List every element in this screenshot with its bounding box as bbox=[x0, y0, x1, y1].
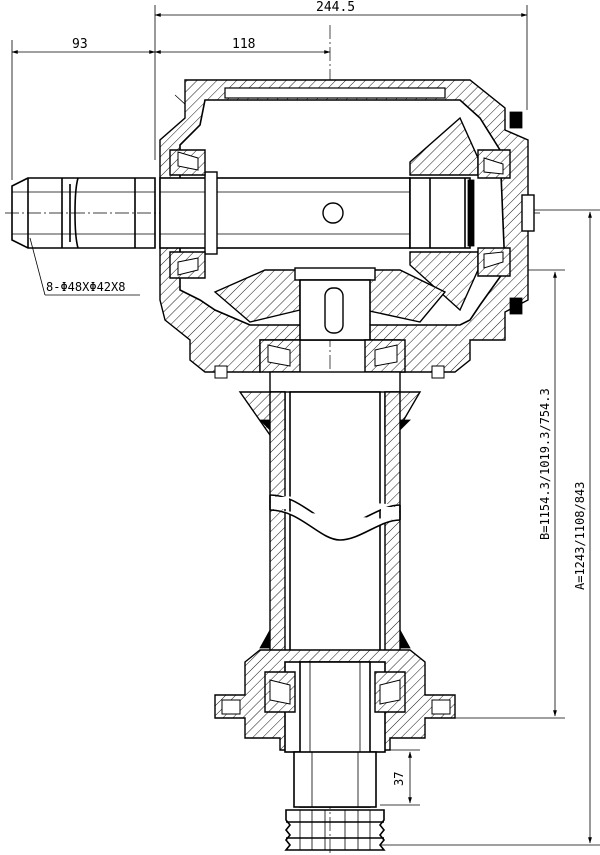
spline-spec-label: 8-Φ48XΦ42X8 bbox=[46, 280, 125, 294]
dim-center-offset-label: 118 bbox=[232, 37, 255, 52]
left-bearings bbox=[169, 149, 206, 279]
upper-vertical-bearings bbox=[259, 339, 406, 393]
lower-bevel-gear bbox=[213, 267, 447, 341]
right-bevel-gear bbox=[409, 116, 511, 312]
dim-output-length-label: 37 bbox=[392, 772, 406, 786]
dim-overall-width-label: 244.5 bbox=[316, 0, 355, 15]
dimension-overall-width bbox=[154, 5, 528, 160]
dim-left-offset-label: 93 bbox=[72, 37, 88, 52]
input-shaft bbox=[11, 177, 156, 249]
dim-a-label: A=1243/1108/843 bbox=[573, 482, 587, 590]
tube-housing bbox=[238, 391, 422, 663]
output-shaft bbox=[293, 661, 377, 808]
dimension-a bbox=[380, 209, 600, 846]
dimension-left-offset bbox=[11, 40, 156, 180]
output-spline bbox=[284, 809, 386, 851]
dim-b-label: B=1154.3/1019.3/754.3 bbox=[538, 388, 552, 540]
horizontal-main-shaft bbox=[159, 171, 411, 255]
